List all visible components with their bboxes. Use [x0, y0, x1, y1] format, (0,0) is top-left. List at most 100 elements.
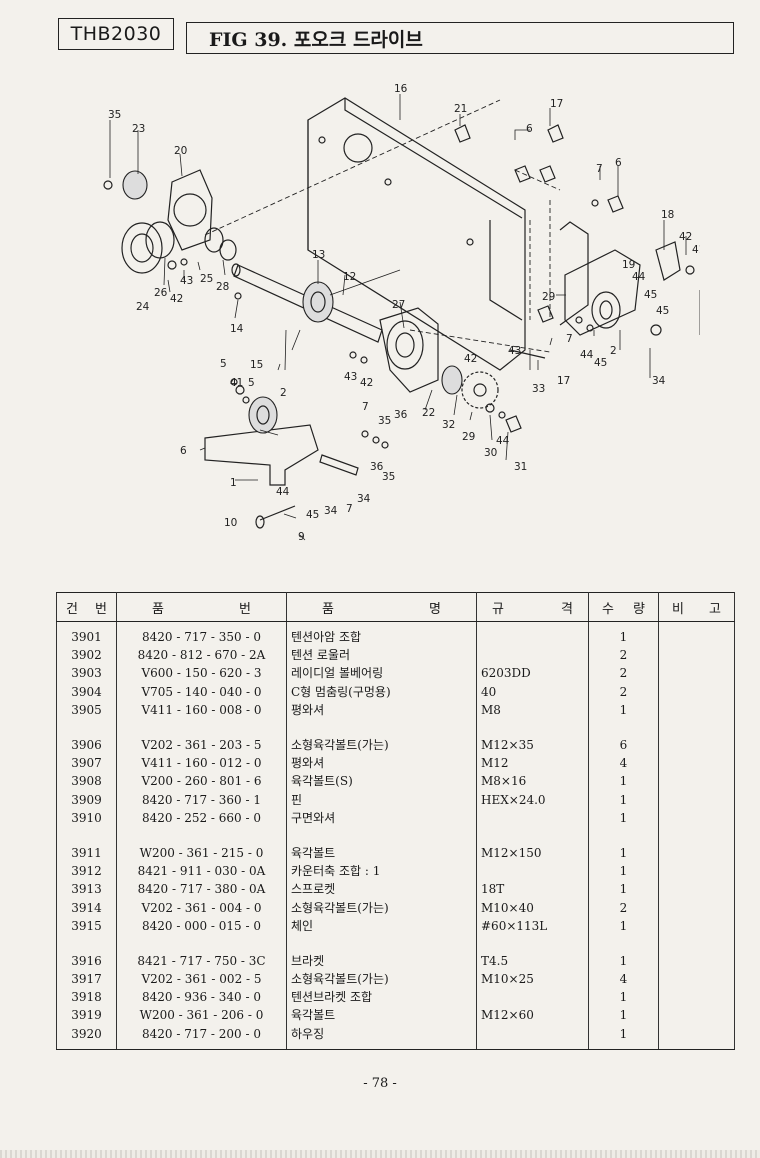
cell-note	[658, 808, 735, 827]
cell-qty: 2	[588, 898, 659, 917]
cell-spec: 6203DD	[476, 664, 589, 683]
cell-no: 3916	[56, 951, 117, 970]
callout-41c: 35	[382, 471, 395, 483]
cell-note	[658, 898, 735, 917]
cell-qty: 1	[588, 700, 659, 719]
callout-7b: 7	[362, 401, 369, 413]
cell-part-no: V600 - 150 - 620 - 3	[116, 664, 287, 683]
callout-23: 23	[132, 123, 145, 135]
callout-7c: 7	[566, 333, 573, 345]
callout-45b: 43	[344, 371, 357, 383]
callout-20: 20	[174, 145, 187, 157]
callout-14: 14	[230, 323, 244, 335]
callout-49b: 45	[644, 289, 657, 301]
cell-no: 3908	[56, 772, 117, 791]
cell-spec: M12×60	[476, 1006, 589, 1025]
cell-no: 3909	[56, 790, 117, 809]
callout-30: 30	[484, 447, 497, 459]
cell-qty: 2	[588, 664, 659, 683]
cell-name: 스프로켓	[286, 880, 477, 899]
cell-no: 3906	[56, 735, 117, 755]
callout-32: 32	[442, 419, 455, 431]
callout-16: 16	[394, 83, 408, 95]
callout-6b: 6	[615, 157, 622, 169]
callout-17: 17	[550, 98, 563, 110]
callout-41: 35	[108, 109, 121, 121]
cell-qty: 1	[588, 862, 659, 881]
callout-26: 26	[154, 287, 168, 299]
cell-part-no: 8420 - 000 - 015 - 0	[116, 916, 287, 935]
cell-qty: 1	[588, 880, 659, 899]
housing	[379, 307, 439, 393]
cell-qty: 1	[588, 916, 659, 935]
cell-name: 레이디얼 볼베어링	[286, 664, 477, 683]
callout-11: 10	[224, 517, 237, 529]
callout-19: 19	[622, 259, 635, 271]
callout-46b: 44	[496, 435, 510, 447]
cell-qty: 1	[588, 790, 659, 809]
cell-name: 체인	[286, 916, 477, 935]
cell-part-no: V202 - 361 - 002 - 5	[116, 970, 287, 989]
callout-33: 33	[532, 383, 545, 395]
cell-name: 평와셔	[286, 754, 477, 773]
frame-plate	[307, 97, 589, 371]
cell-qty: 4	[588, 970, 659, 989]
cell-qty: 1	[588, 1024, 659, 1050]
counter-shaft	[231, 263, 401, 343]
cell-spec: M10×25	[476, 970, 589, 989]
cell-no: 3910	[56, 808, 117, 827]
cell-name: 하우징	[286, 1024, 477, 1050]
cell-note	[658, 646, 735, 665]
cell-name: 텐션아암 조합	[286, 628, 477, 647]
cell-qty: 4	[588, 754, 659, 773]
callout-21: 21	[454, 103, 467, 115]
callout-5: 5	[248, 377, 255, 389]
cell-name: 텐션브라켓 조합	[286, 988, 477, 1007]
cell-no: 3915	[56, 916, 117, 935]
cell-name: 소형육각볼트(가는)	[286, 970, 477, 989]
callout-49d: 45	[594, 357, 607, 369]
callout-numbers: 16 21 17 6 7 6 18 42 41 35 23 20 26 42 2…	[108, 83, 700, 543]
cell-name: 카운터축 조합 : 1	[286, 862, 477, 881]
cell-note	[658, 862, 735, 881]
cell-qty: 2	[588, 682, 659, 701]
callout-15: 15	[250, 359, 263, 371]
cell-qty: 1	[588, 628, 659, 647]
callout-6c: 6	[180, 445, 187, 457]
cell-note	[658, 664, 735, 683]
cell-part-no: 8420 - 717 - 380 - 0A	[116, 880, 287, 899]
cell-no: 3920	[56, 1024, 117, 1050]
cell-qty: 2	[588, 646, 659, 665]
callout-45: 43	[180, 275, 193, 287]
cell-note	[658, 1006, 735, 1025]
cell-no: 3913	[56, 880, 117, 899]
cell-part-no: 8420 - 252 - 660 - 0	[116, 808, 287, 827]
cell-note	[658, 880, 735, 899]
cell-part-no: V202 - 361 - 004 - 0	[116, 898, 287, 917]
cell-no: 3905	[56, 700, 117, 719]
sprocket	[441, 365, 499, 409]
cell-no: 3912	[56, 862, 117, 881]
cell-no: 3903	[56, 664, 117, 683]
cell-spec: M12×35	[476, 735, 589, 755]
cell-name: 소형육각볼트(가는)	[286, 735, 477, 755]
cell-note	[658, 951, 735, 970]
cell-spec	[476, 646, 589, 665]
cell-spec	[476, 808, 589, 827]
cell-name: 구면와셔	[286, 808, 477, 827]
cell-no: 3914	[56, 898, 117, 917]
cell-qty: 1	[588, 772, 659, 791]
cell-note	[658, 682, 735, 701]
cell-spec: M8	[476, 700, 589, 719]
figure-title: FIG 39. 포오크 드라이브	[186, 22, 734, 54]
cell-qty: 1	[588, 951, 659, 970]
exploded-parts-diagram: 16 21 17 6 7 6 18 42 41 35 23 20 26 42 2…	[103, 83, 700, 543]
